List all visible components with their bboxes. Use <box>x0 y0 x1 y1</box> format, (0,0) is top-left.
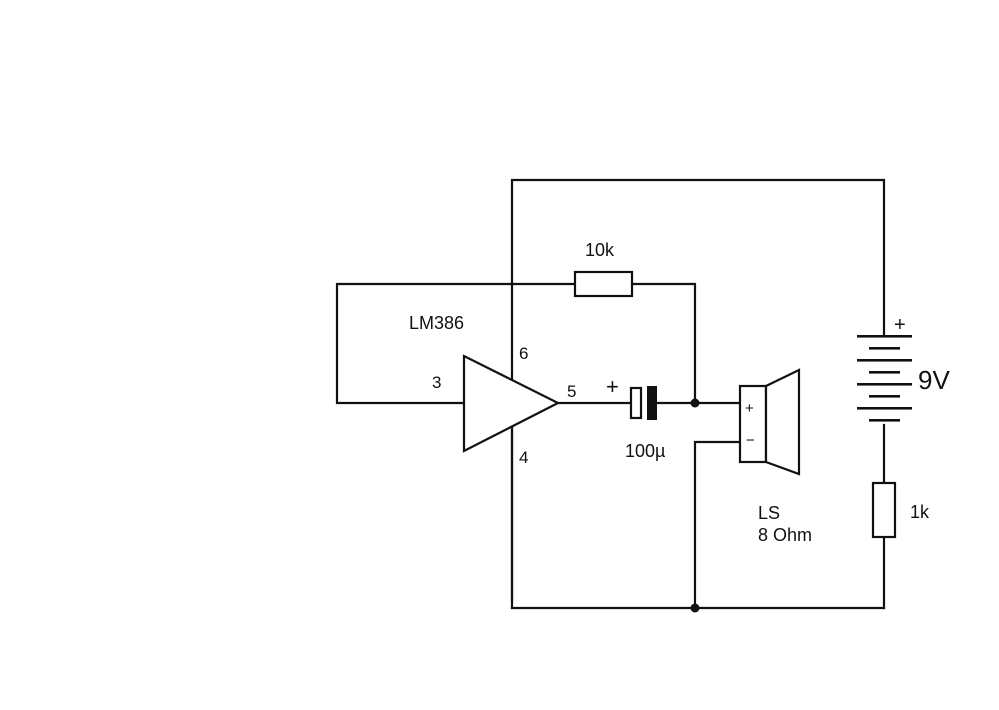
battery-plus-sign: + <box>894 314 906 336</box>
amplifier-pin-6: 6 <box>519 344 528 363</box>
wire-feedback-left <box>337 284 575 403</box>
wire-speaker-minus <box>695 442 740 608</box>
speaker-icon <box>740 370 799 474</box>
resistor-10k <box>575 272 632 296</box>
capacitor-plate-negative <box>647 386 657 420</box>
battery-label: 9V <box>918 365 950 395</box>
capacitor-plus-sign: + <box>606 374 619 399</box>
battery-cell-2-short <box>869 371 900 374</box>
junction-ground <box>691 604 700 613</box>
resistor-1k <box>873 483 895 537</box>
battery-cell-3-long <box>857 383 912 386</box>
junction-output <box>691 399 700 408</box>
battery-cell-4-long <box>857 407 912 410</box>
amplifier-label: LM386 <box>409 313 464 333</box>
speaker-impedance: 8 Ohm <box>758 525 812 545</box>
battery-cell-2-long <box>857 359 912 362</box>
capacitor-plate-positive <box>631 388 641 418</box>
amplifier-pin-4: 4 <box>519 448 528 467</box>
resistor-10k-label: 10k <box>585 240 615 260</box>
amplifier-pin-3: 3 <box>432 373 441 392</box>
speaker-minus-sign: − <box>746 432 755 449</box>
amplifier-pin-5: 5 <box>567 382 576 401</box>
speaker-magnet <box>740 386 766 462</box>
wire-feedback-right <box>632 284 695 403</box>
resistor-1k-label: 1k <box>910 502 930 522</box>
speaker-cone <box>766 370 799 474</box>
speaker-plus-sign: + <box>745 400 754 417</box>
speaker-label: LS <box>758 503 780 523</box>
battery-cell-4-short <box>869 419 900 422</box>
battery-cell-1-short <box>869 347 900 350</box>
capacitor-100u <box>631 386 657 420</box>
capacitor-label: 100µ <box>625 441 665 461</box>
battery-9v <box>857 335 912 422</box>
battery-cell-3-short <box>869 395 900 398</box>
